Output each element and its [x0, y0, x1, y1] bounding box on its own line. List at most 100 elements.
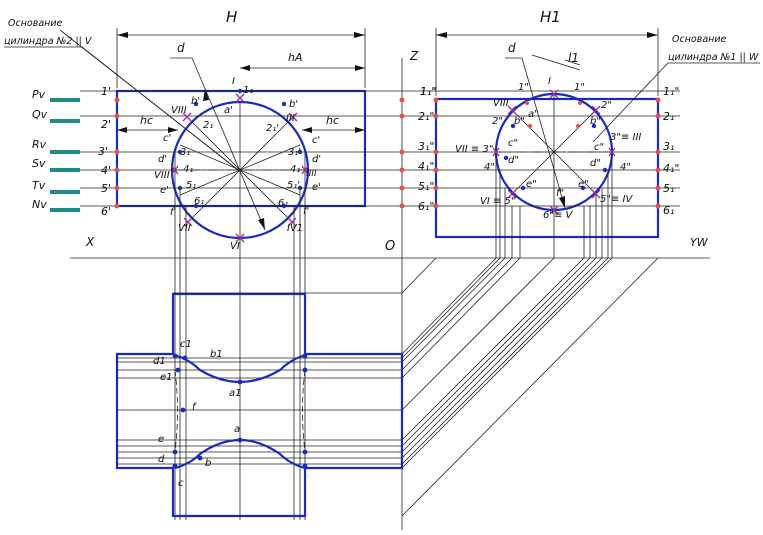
side-label-VIII: VIII [493, 98, 509, 109]
level-sv: Sv [32, 157, 46, 170]
side-left-pt-1: 1₁" [420, 85, 436, 98]
side-label-5IV: 5"≡ IV [600, 194, 633, 205]
front-label-VI: VI [230, 241, 240, 252]
dimension-l1-label: l1 [568, 51, 579, 65]
front-d-label: d [177, 41, 185, 55]
front-label-III2: IIII [306, 169, 317, 179]
front-label-d: d' [158, 154, 167, 165]
side-label-d: d" [508, 155, 519, 166]
front-right-pt-3: 3₁" [418, 140, 434, 153]
front-label-51: 5₁ [186, 180, 196, 191]
side-label-b2: b" [590, 116, 601, 127]
side-label-VI5: VI ≡ 5" [480, 196, 516, 207]
plan-label-e: e [158, 434, 164, 445]
front-right-pt-1: 1₁" [420, 85, 436, 98]
front-right-pt-2: 2₁" [418, 110, 434, 123]
side-right-pt-4: 4₁" [663, 162, 679, 175]
side-right-pt-6: 6₁ [663, 204, 674, 217]
front-label-21b: 2₁' [266, 123, 279, 134]
front-label-VIII: VIII [171, 105, 187, 116]
front-right-pt-5: 5₁" [418, 180, 434, 193]
front-cylinder-outline [115, 89, 367, 208]
front-label-41: 4₁ [183, 164, 193, 175]
front-label-d2: d' [312, 154, 321, 165]
side-right-pt-5: 5₁ [663, 182, 674, 195]
front-label-e2: e' [312, 182, 321, 193]
front-right-pt-6: 6₁" [418, 200, 434, 213]
plan-label-d: d [158, 454, 165, 465]
level-qv: Qv [32, 108, 48, 121]
side-label-1ppr: 1" [574, 82, 585, 93]
dimension-hc-right-label: hc [326, 114, 339, 127]
side-right-pt-1: 1₁" [663, 85, 679, 98]
front-pt-1: 1' [101, 85, 111, 98]
side-label-f: f" [556, 188, 564, 199]
constant-projection-lines [401, 257, 659, 517]
front-label-e: e' [160, 185, 169, 196]
front-label-III: III [286, 113, 295, 124]
side-label-VII3: VII ≡ 3" [455, 144, 493, 155]
side-label-d2: d" [590, 158, 601, 169]
side-label-e: e" [526, 179, 537, 190]
side-view: H1 l1 d Основание цилиндра №1 || W [420, 8, 760, 258]
side-label-6V: 6"≡ V [543, 210, 574, 221]
plan-label-e1: e1 [160, 372, 173, 383]
front-label-I: I [232, 76, 235, 87]
side-right-pt-3: 3₁ [663, 140, 674, 153]
side-label-I: I [548, 76, 551, 87]
plan-label-c1: c1 [180, 339, 192, 350]
front-label-21: 2₁ [203, 120, 213, 131]
side-label-b: b" [514, 116, 525, 127]
front-label-b: b' [191, 96, 200, 107]
front-right-pt-4: 4₁" [418, 160, 434, 173]
level-rv: Rv [32, 138, 47, 151]
level-pv: Pv [32, 88, 46, 101]
front-label-f2: f' [303, 206, 309, 217]
front-label-c2: c' [312, 135, 320, 146]
side-label-c: c" [508, 138, 518, 149]
front-pt-4: 4' [101, 164, 111, 177]
side-label-4pp: 4" [484, 162, 495, 173]
side-label-e2: e" [578, 179, 589, 190]
plan-label-c: c [178, 478, 184, 489]
side-label-3III: 3"≡ III [610, 132, 641, 143]
front-label-61: 6₁ [194, 196, 204, 207]
axis-z-label: Z [409, 49, 419, 63]
level-tv: Tv [32, 179, 46, 192]
dimension-hc-left-label: hc [140, 114, 153, 127]
side-right-pt-2: 2₁ [663, 110, 674, 123]
front-base-note-2: цилиндра №2 || V [4, 36, 93, 47]
front-label-b2: b' [289, 99, 298, 110]
axis-yw-label: YW [690, 236, 709, 249]
plan-label-d1: d1 [153, 356, 166, 367]
front-label-VII: VII [178, 223, 191, 234]
front-base-note-1: Основание [8, 18, 63, 29]
front-pt-6: 6' [101, 205, 111, 218]
front-label-I1: 1₁ [243, 85, 253, 96]
side-label-c2: c" [594, 142, 604, 153]
plan-label-a: a [234, 424, 240, 435]
side-label-a: a" [528, 109, 539, 120]
dimension-ha-label: hA [288, 51, 303, 64]
plan-label-b: b [205, 458, 211, 469]
plan-label-b1: b1 [210, 349, 223, 360]
front-view: H hA hc hc d Основание цилиндра №2 || V [4, 8, 436, 520]
front-label-61b: 6₁ [278, 198, 288, 209]
level-nv: Nv [32, 198, 47, 211]
front-label-VIII2: VIII [154, 170, 170, 181]
side-base-note-1: Основание [672, 34, 727, 45]
axis-x-label: X [85, 235, 95, 249]
front-label-51b: 5₁' [287, 180, 300, 191]
plan-view: c1 d1 b1 e1 a1 f e a d b c [115, 292, 404, 518]
side-base-note-2: цилиндра №1 || W [668, 52, 759, 63]
front-label-41b: 4₁ [290, 164, 300, 175]
side-label-4ppr: 4" [620, 162, 631, 173]
plan-cross-outline [115, 292, 404, 518]
front-label-c: c' [163, 133, 171, 144]
dimension-h1-label: H1 [540, 8, 561, 26]
front-label-31b: 3₁' [288, 147, 301, 158]
front-label-IV1: IV1 [287, 223, 303, 234]
front-label-a: a' [224, 105, 233, 116]
plan-label-f: f [192, 402, 197, 413]
